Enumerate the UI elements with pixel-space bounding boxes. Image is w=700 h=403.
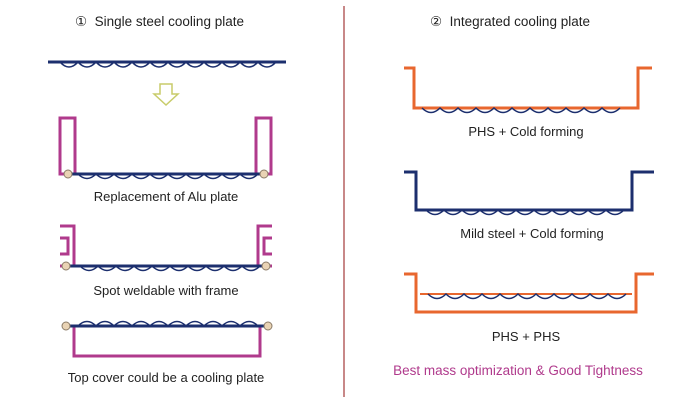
caption-alu-replacement: Replacement of Alu plate xyxy=(93,189,239,204)
weld-point xyxy=(261,261,271,271)
caption-phs-cold-forming: PHS + Cold forming xyxy=(468,124,584,139)
frame-left xyxy=(58,116,77,176)
wave-channel xyxy=(421,106,621,114)
left-title-number: ① xyxy=(75,14,88,29)
weld-point xyxy=(263,321,273,331)
frame-left xyxy=(60,224,76,268)
frame-right xyxy=(256,224,272,268)
caption-phs-phs: PHS + PHS xyxy=(491,329,561,344)
phs-cold-forming-figure xyxy=(404,66,652,114)
spot-weld-figure xyxy=(60,224,272,272)
right-panel-title: ② Integrated cooling plate xyxy=(430,14,590,30)
phs-phs-figure xyxy=(404,272,654,314)
wave-channel xyxy=(59,60,277,68)
frame-right xyxy=(254,116,273,176)
wave-channel xyxy=(427,292,627,300)
wave-channel xyxy=(77,172,259,180)
wave-channel xyxy=(79,264,261,272)
weld-point xyxy=(63,169,73,179)
mild-steel-cold-forming-figure xyxy=(404,170,654,216)
left-panel-title: ① Single steel cooling plate xyxy=(75,14,244,30)
alu-replacement-figure xyxy=(58,116,273,180)
right-title-text: Integrated cooling plate xyxy=(449,14,590,29)
weld-point xyxy=(259,169,269,179)
wave-channel xyxy=(425,208,625,216)
single-plate xyxy=(48,60,286,68)
wave-channel xyxy=(77,320,259,328)
tray xyxy=(66,324,268,358)
caption-spot-weldable: Spot weldable with frame xyxy=(93,283,239,298)
right-title-number: ② xyxy=(430,14,443,29)
caption-mild-steel: Mild steel + Cold forming xyxy=(460,226,604,241)
tray xyxy=(404,66,652,110)
weld-point xyxy=(61,321,71,331)
tray xyxy=(404,170,654,212)
top-cover-figure xyxy=(61,320,273,358)
down-arrow-icon xyxy=(152,83,180,107)
caption-top-cover: Top cover could be a cooling plate xyxy=(67,370,265,385)
weld-point xyxy=(61,261,71,271)
tray xyxy=(404,272,654,314)
conclusion-text: Best mass optimization & Good Tightness xyxy=(393,363,643,378)
left-title-text: Single steel cooling plate xyxy=(94,14,244,29)
